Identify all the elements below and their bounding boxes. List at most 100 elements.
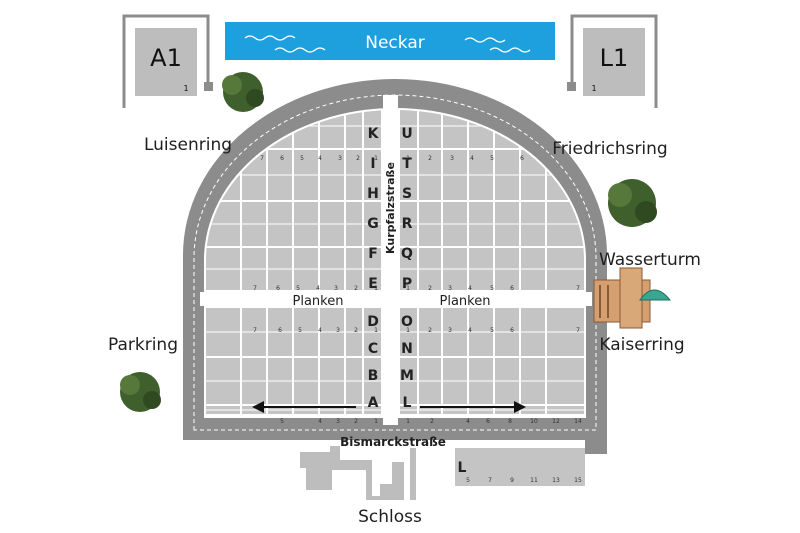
south-letter: L — [458, 460, 467, 476]
block-number: 6 — [510, 327, 514, 334]
quadrate-letter: H — [367, 186, 379, 202]
block-number: 1 — [374, 418, 378, 425]
planken-right-label: Planken — [440, 294, 491, 309]
block-number: 4 — [318, 418, 322, 425]
block-number: 3 — [448, 285, 452, 292]
schloss-shape — [300, 446, 404, 500]
parkring-label: Parkring — [108, 335, 178, 355]
bismarckstrasse-label: Bismarckstraße — [340, 435, 446, 449]
block-outline — [570, 14, 658, 108]
block-number: 4 — [466, 418, 470, 425]
south-block-row — [455, 448, 585, 486]
block-number: 2 — [428, 327, 432, 334]
quadrate-letter: T — [402, 156, 412, 172]
arrow-right-icon — [514, 401, 526, 413]
block-number: 5 — [280, 418, 284, 425]
block-number: 4 — [318, 155, 322, 162]
block-number: 10 — [530, 418, 538, 425]
block-shape — [135, 28, 197, 96]
block-number: 6 — [486, 418, 490, 425]
quadrate-letter: M — [400, 368, 414, 384]
block-number: 6 — [510, 285, 514, 292]
block-marker — [204, 82, 213, 91]
block-number: 14 — [574, 418, 582, 425]
block-number: 2 — [356, 155, 360, 162]
block-number: 1 — [406, 155, 410, 162]
wave-icon — [489, 47, 531, 53]
tree-icon — [608, 179, 657, 227]
block-number: 5 — [490, 155, 494, 162]
schloss-label: Schloss — [358, 507, 422, 527]
kurpfalzstrasse-label: Kurpfalzstraße — [384, 162, 397, 254]
block-number: 7 — [253, 285, 257, 292]
block-number: 3 — [448, 327, 452, 334]
block-number: 2 — [354, 285, 358, 292]
block-letter: L1 — [600, 44, 629, 72]
block-number: 5 — [298, 327, 302, 334]
river-band — [225, 22, 555, 60]
tree-icon — [120, 372, 161, 412]
river-label: Neckar — [365, 33, 424, 53]
block-letter: A1 — [150, 44, 182, 72]
block-number: 5 — [300, 155, 304, 162]
city-block — [346, 110, 362, 148]
block-number: 1 — [406, 327, 410, 334]
block-number: 1 — [374, 285, 378, 292]
block-number: 5 — [466, 477, 470, 484]
corner-block-l1: L1 1 — [567, 14, 658, 108]
quadrate-letter: S — [402, 186, 412, 202]
block-number: 7 — [253, 327, 257, 334]
quadrate-letter: K — [368, 126, 380, 142]
kurpfalzstrasse-road — [383, 95, 398, 425]
block-number: 2 — [354, 327, 358, 334]
quadrate-letter: C — [368, 341, 378, 357]
block-number: 4 — [470, 155, 474, 162]
block-number: 11 — [530, 477, 538, 484]
quadrate-letter: B — [368, 368, 379, 384]
wasserturm-label: Wasserturm — [599, 250, 701, 270]
block-number: 4 — [468, 285, 472, 292]
block-number: 5 — [490, 327, 494, 334]
block-number: 9 — [510, 477, 514, 484]
quadrate-letter: Q — [401, 246, 413, 262]
block-shape — [583, 28, 645, 96]
tower-dome — [639, 289, 672, 301]
quadrate-letter: R — [402, 216, 413, 232]
planken-road — [200, 292, 592, 306]
kaiserring-label: Kaiserring — [599, 335, 684, 355]
block-number: 6 — [520, 155, 524, 162]
quadrate-letter: P — [402, 276, 412, 292]
block-number: 2 — [430, 418, 434, 425]
quadrate-letter: N — [401, 341, 413, 357]
block-number: 5 — [490, 285, 494, 292]
block-number: 3 — [336, 327, 340, 334]
ring-end — [585, 440, 607, 454]
tower-shaft — [619, 267, 643, 329]
block-marker — [567, 82, 576, 91]
block-number: 1 — [591, 84, 596, 93]
arrow-left-icon — [252, 401, 264, 413]
block-number: 3 — [450, 155, 454, 162]
block-number: 7 — [488, 477, 492, 484]
city-block — [364, 110, 381, 148]
block-number: 2 — [428, 155, 432, 162]
river-neckar: Neckar — [225, 22, 555, 60]
block-number: 4 — [468, 327, 472, 334]
quadrate-letter: E — [368, 276, 378, 292]
planken-left-label: Planken — [293, 294, 344, 309]
block-number: 2 — [354, 418, 358, 425]
luisenring-label: Luisenring — [144, 135, 232, 155]
quadrate-letter: D — [367, 314, 379, 330]
block-number: 3 — [338, 155, 342, 162]
city-block — [419, 110, 441, 148]
block-number: 12 — [552, 418, 560, 425]
block-number: 1 — [406, 418, 410, 425]
schloss-wing — [410, 448, 416, 500]
block-number: 15 — [574, 477, 582, 484]
